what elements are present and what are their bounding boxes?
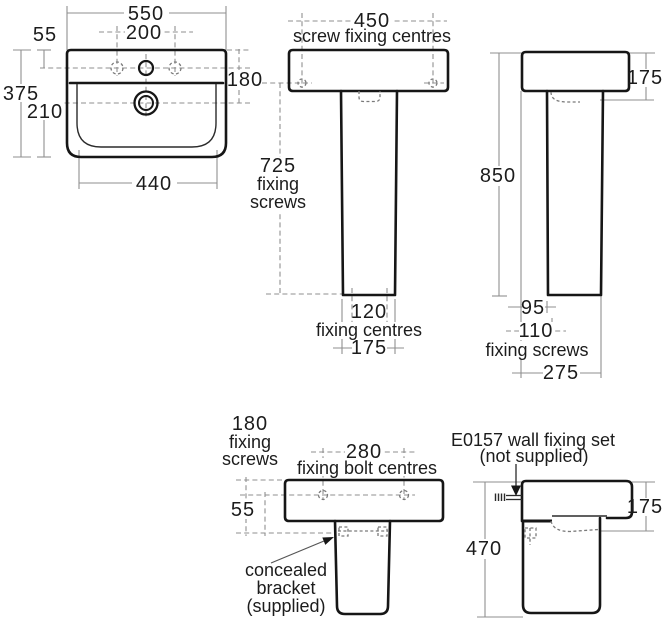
side-basin-outline [520,50,631,93]
front-dim-175-label: 175 [351,337,387,359]
bracket-screw-hidden-outline [524,527,537,545]
front-trap-hidden-outline [358,91,381,103]
semi-side-dim-470-label: 470 [466,538,502,560]
semi-front-basin-outline [283,478,445,523]
fixing-bolt-hole-left [317,489,329,501]
front-screw-fixing-centres-label: screw fixing centres [293,26,451,46]
tap-hole [137,59,155,77]
optional-tap-hole-left [110,61,124,75]
side-dim-175-label: 175 [627,67,663,89]
plan-dim-55-label: 55 [33,24,57,46]
optional-tap-hole-right [168,61,182,75]
concealed-bracket-hidden-outline [338,526,388,537]
semi-front-pedestal-outline [333,519,392,616]
front-fixing-label: fixing [257,174,299,194]
semi-pedestal-front-view: 180 fixing screws 280 fixing bolt centre… [222,413,445,616]
screw-icon [494,493,522,501]
side-view: 175 850 95 110 fixing screws 275 [478,50,663,384]
plan-dim-375-label: 375 [3,83,39,105]
concealed-label: concealed [245,560,327,580]
wall-screw-hole-left [297,78,307,88]
plan-dim-550-label: 550 [128,3,164,25]
front-screws-label: screws [250,192,306,212]
side-dim-850-label: 850 [480,165,516,187]
wall-fixing-set-label-line1: E0157 wall fixing set [451,430,615,450]
side-pedestal-outline [545,89,605,297]
front-pedestal-outline [339,89,399,297]
plan-dim-180-label: 180 [227,69,263,91]
plan-basin-outline [65,48,228,159]
fixing-bolt-hole-right [398,489,410,501]
wall-fixing-set-label-line2: (not supplied) [479,446,588,466]
semi-pedestal-side-view: E0157 wall fixing set (not supplied) 175… [451,430,663,618]
plan-view: 550 55 200 180 375 210 440 [3,3,263,195]
side-dim-110-label: 110 [519,320,554,342]
semi-front-fixing-label: fixing [229,432,271,452]
waste-outlet [133,90,159,116]
semi-front-dim-55-label: 55 [231,499,255,521]
front-dim-725-label: 725 [260,155,296,177]
plan-dim-200-label: 200 [126,22,162,44]
front-fixing-centres-label: fixing centres [316,320,422,340]
front-dim-450-label: 450 [354,10,390,32]
bracket-pointer-line [270,540,325,564]
supplied-label: (supplied) [246,596,325,616]
bracket-label: bracket [256,578,315,598]
plan-dim-440-label: 440 [136,173,172,195]
semi-front-dim-280-label: 280 [346,441,382,463]
semi-side-basin-outline [520,479,634,523]
side-fixing-screws-label: fixing screws [485,340,588,360]
side-trap-hidden-outline [550,91,580,103]
semi-front-screws-label: screws [222,449,278,469]
semi-front-fixing-bolt-centres-label: fixing bolt centres [297,458,437,478]
front-view: 450 screw fixing centres 725 fixing scre… [250,10,451,359]
side-dim-275-label: 275 [543,362,579,384]
semi-side-pedestal-outline [521,516,602,615]
arrowhead-icon [322,537,334,545]
front-basin-outline [287,48,450,93]
arrowhead-down-icon [511,485,521,496]
front-dim-120-label: 120 [351,301,387,323]
plan-dim-210-label: 210 [27,101,63,123]
side-dimension-lines [490,52,655,378]
side-dim-95-label: 95 [521,297,545,319]
semi-side-trap-hidden-outline [550,520,600,533]
wall-screw-hole-right [428,78,438,88]
semi-front-dim-180-label: 180 [232,413,268,435]
semi-side-dim-175-label: 175 [627,496,663,518]
